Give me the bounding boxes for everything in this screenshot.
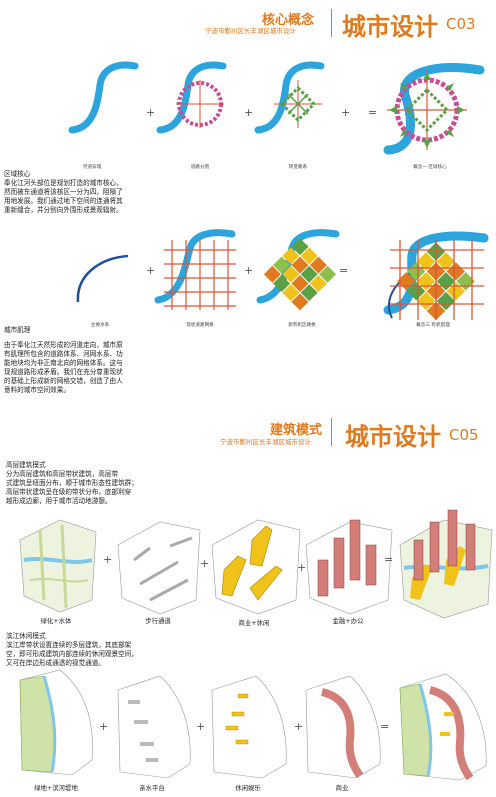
high-line-4: 越形成边廊，用于城市活动地游憩。 <box>6 497 112 505</box>
core-plus-3: + <box>341 106 351 119</box>
core-equals: = <box>368 106 378 119</box>
core-line-4: 重新缝合，并分别向外围形成景观辐射。 <box>4 206 123 214</box>
header1-title: 核心概念 <box>262 13 315 28</box>
river-heading: 滨江休闲模式 <box>6 632 46 640</box>
road-diagram <box>254 61 325 134</box>
high-caption-2: 步行通道 <box>145 617 171 625</box>
grid-line-2: 有肌理所包含的道路体系、河网水系、功 <box>4 350 123 358</box>
road-grid-diagram <box>154 229 236 310</box>
header1-subtitle: 宁波市鄞州区长丰湖区城市设计 <box>205 27 296 35</box>
high-rise-result <box>399 509 493 619</box>
river-line-1: 滨江岸带状设置连续的多层建筑，其底部架 <box>6 641 132 649</box>
river-diagram-1 <box>68 61 139 134</box>
core-caption-3: 转变路系 <box>288 165 308 170</box>
header1-divider <box>331 9 332 37</box>
water-system-diagram <box>76 254 129 303</box>
high-equals: = <box>384 553 394 566</box>
river-plus-1: + <box>99 720 109 733</box>
high-caption-4: 金融+办公 <box>332 617 364 625</box>
riverside-result <box>399 673 487 781</box>
high-caption-3: 商业+休闲 <box>238 619 270 627</box>
pedestrian-diagram <box>117 521 201 615</box>
grid-line-3: 能地块均为非正南北向的网格体系。这与 <box>4 359 123 367</box>
high-plus-1: + <box>103 553 113 566</box>
grid-caption-2: 现状道路网格 <box>186 323 214 328</box>
high-line-3: 高层带状建筑呈在级的带状分布，底部利穿 <box>6 488 132 496</box>
core-line-1: 奉化江河头部位是规划打造的城市核心， <box>4 179 123 187</box>
waterfront-platform-diagram <box>117 675 191 779</box>
high-plus-2: + <box>200 557 210 570</box>
river-line-3: 又可在岸边形成通透的视觉通道。 <box>6 659 105 667</box>
header1-big-title: 城市设计 <box>342 13 438 41</box>
header1-code: C03 <box>446 15 476 33</box>
header2-divider <box>331 418 332 446</box>
river-line-2: 空，即可形成建筑内部连续的休闲观景空间， <box>6 650 138 658</box>
ring-diagram <box>156 61 227 134</box>
header2-code: C05 <box>449 426 479 444</box>
core-heading: 区域核心 <box>4 170 31 178</box>
grid-plus-2: + <box>244 264 254 277</box>
grid-line-1: 由于奉化江天然形成的河道走向，城市原 <box>4 341 123 349</box>
commerce-diagram <box>211 519 301 615</box>
header2-title: 建筑模式 <box>270 423 323 438</box>
grid-line-4: 现规道路形成矛盾。我们在充分尊重现状 <box>4 368 123 376</box>
river-plus-2: + <box>196 720 206 733</box>
river-caption-1: 绿地+滨河堤地 <box>34 784 78 792</box>
high-line-2: 式建筑呈纽面分布，顺于城市形态性建筑群； <box>6 479 138 487</box>
grid-equals: = <box>339 264 349 277</box>
core-caption-2: 道路分割 <box>190 165 210 170</box>
river-caption-3: 休闲娱乐 <box>235 784 261 792</box>
header2-subtitle: 宁波市鄞州区长丰湖区城市设计 <box>220 438 311 446</box>
core-plus-1: + <box>146 106 156 119</box>
river-plus-3: + <box>294 720 304 733</box>
greenery-water-diagram <box>19 519 97 613</box>
high-heading: 高层建筑模式 <box>6 461 46 469</box>
header2-big-title: 城市设计 <box>345 423 441 451</box>
core-plus-2: + <box>244 106 254 119</box>
grid-caption-1: 主要水系 <box>90 323 110 328</box>
grid-heading: 城市肌理 <box>4 326 31 334</box>
river-caption-2: 亲水平台 <box>139 784 165 792</box>
river-commerce-diagram <box>305 675 381 779</box>
high-caption-1: 绿化+水体 <box>40 617 72 625</box>
core-line-3: 用地发展。我们通过地下空间的连通将其 <box>4 197 123 205</box>
grid-line-5: 的基础上形成新的网格交错，创造了由人 <box>4 377 123 385</box>
core-caption-4: 概念一 区域核心 <box>413 165 447 170</box>
grid-caption-4: 概念三 有机肌理 <box>416 323 450 328</box>
core-line-2: 然而被东通道将该核区一分为四，阻隔了 <box>4 188 123 196</box>
core-concept-result <box>383 63 485 155</box>
high-plus-3: + <box>297 561 307 574</box>
leisure-diagram <box>211 675 287 779</box>
river-caption-4: 商业 <box>335 784 349 792</box>
core-caption-1: 河道穿城 <box>82 165 102 170</box>
grid-caption-3: 新有机区路格 <box>288 323 316 328</box>
river-equals: = <box>380 720 390 733</box>
high-line-1: 分为高层建筑和高层带状建筑，高层带 <box>6 470 119 478</box>
finance-office-diagram <box>305 519 393 615</box>
grid-plus-1: + <box>146 264 156 277</box>
grid-line-6: 意料的城市空间效果。 <box>4 386 70 394</box>
green-embankment-diagram <box>19 669 93 776</box>
